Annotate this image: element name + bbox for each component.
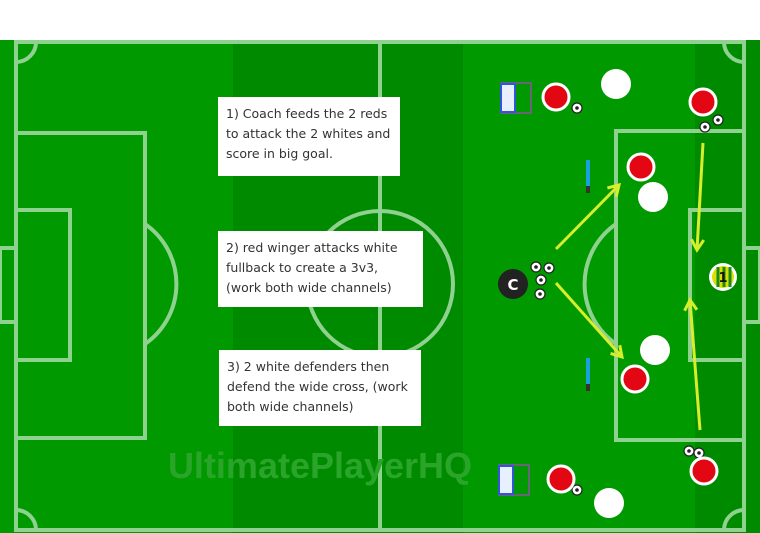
- arrow-head-icon: [607, 182, 622, 198]
- red-player: [620, 364, 650, 394]
- mini-goal-icon: [500, 82, 532, 114]
- arrow-line: [695, 142, 705, 251]
- red-player: [688, 87, 718, 117]
- football-patch: [534, 265, 538, 269]
- arrow-line: [554, 183, 621, 251]
- arrow-line: [688, 299, 702, 431]
- coach: C: [498, 269, 528, 299]
- football-patch: [538, 292, 542, 296]
- white-player: [601, 69, 631, 99]
- football-patch: [716, 118, 720, 122]
- pole-icon: [586, 358, 590, 384]
- movement-arrows: [554, 142, 705, 431]
- instruction-note-1: 1) Coach feeds the 2 reds to attack the …: [218, 97, 400, 176]
- goal-net: [498, 465, 514, 495]
- football-patch: [703, 125, 707, 129]
- red-player: [689, 456, 719, 486]
- coach-label: C: [507, 276, 518, 294]
- pole-base: [586, 186, 590, 193]
- keeper-number: 1: [718, 271, 727, 286]
- goal-net: [500, 83, 516, 113]
- keeper-stripe: [716, 267, 720, 287]
- watermark-logo: UltimatePlayerHQ: [168, 445, 472, 486]
- white-player: [640, 335, 670, 365]
- white-player: [638, 182, 668, 212]
- goalkeeper: 1: [709, 263, 737, 291]
- instruction-note-3: 3) 2 white defenders then defend the wid…: [219, 350, 421, 426]
- red-player: [541, 82, 571, 112]
- white-player: [594, 488, 624, 518]
- coach-icon: [498, 269, 528, 299]
- arrow-head-icon: [690, 238, 705, 253]
- pole-icon: [586, 160, 590, 186]
- red-player: [546, 464, 576, 494]
- football-patch: [697, 451, 701, 455]
- keeper-stripe: [728, 267, 732, 287]
- keeper-stripe: [722, 267, 726, 287]
- pole-base: [586, 384, 590, 391]
- football-patch: [575, 488, 579, 492]
- arrow-head-icon: [683, 297, 699, 312]
- football-patch: [687, 449, 691, 453]
- arrow-line: [554, 282, 624, 358]
- football-patch: [575, 106, 579, 110]
- instruction-note-2: 2) red winger attacks white fullback to …: [218, 231, 423, 307]
- mini-goal-icon: [498, 464, 530, 496]
- football-patch: [539, 278, 543, 282]
- football-patch: [547, 266, 551, 270]
- arrow-head-icon: [610, 344, 624, 360]
- red-player: [626, 152, 656, 182]
